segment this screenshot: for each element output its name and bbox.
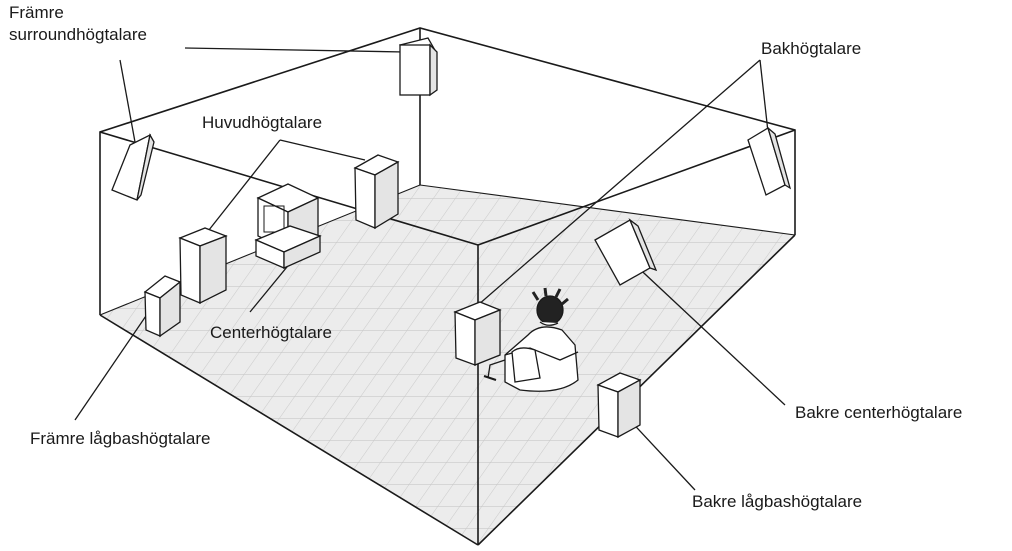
leader-front-sub — [74, 309, 151, 421]
front-surround-left-speaker — [111, 133, 155, 201]
label-front-surround-line2: surroundhögtalare — [9, 25, 147, 44]
main-right-speaker — [353, 154, 400, 230]
label-front-sub: Främre lågbashögtalare — [30, 429, 211, 448]
center-speaker — [254, 225, 322, 270]
rear-center-speaker — [594, 218, 658, 286]
label-front-surround-line1: Främre — [9, 3, 64, 22]
label-rear-center: Bakre centerhögtalare — [795, 403, 963, 422]
leader-rear-center — [629, 259, 786, 406]
label-main-speakers: Huvudhögtalare — [202, 113, 323, 132]
main-left-speaker — [178, 227, 228, 305]
leader-rear-right — [759, 59, 769, 133]
leader-main-left — [204, 139, 281, 236]
front-sub-speaker — [143, 275, 182, 338]
rear-left-speaker — [453, 301, 502, 366]
label-rear-sub: Bakre lågbashögtalare — [692, 492, 863, 511]
label-center-speaker: Centerhögtalare — [210, 323, 332, 342]
front-surround-top-speaker — [398, 37, 438, 97]
leader-main-right — [279, 139, 366, 161]
leader-lines — [74, 47, 786, 491]
leader-front-surround-left — [119, 59, 136, 143]
leader-front-surround-top — [184, 47, 406, 53]
listener-in-armchair — [483, 287, 579, 392]
rear-right-speaker — [747, 126, 792, 196]
label-rear-speakers: Bakhögtalare — [761, 39, 862, 58]
rear-sub-speaker — [596, 372, 642, 439]
leader-rear-left — [477, 59, 761, 306]
